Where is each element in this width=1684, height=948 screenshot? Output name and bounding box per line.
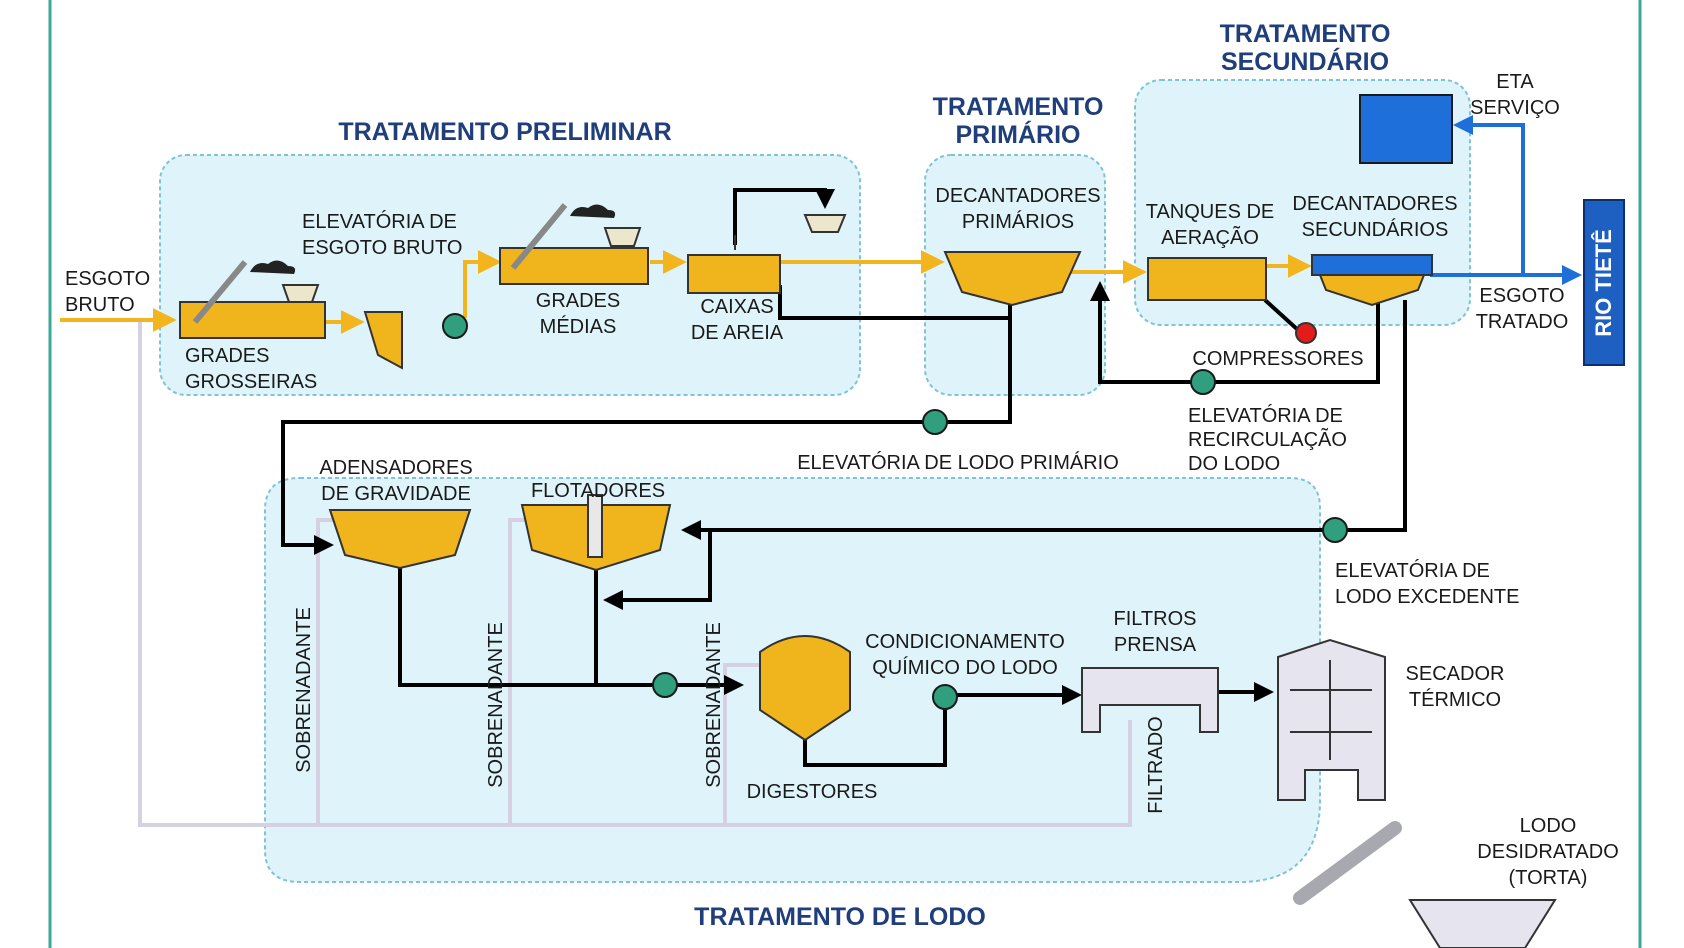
label-elevatoria-bruto-2: ESGOTO BRUTO [302,237,462,259]
label-digestores: DIGESTORES [747,781,878,803]
section-title-secundario-line2: SECUNDÁRIO [1221,47,1389,76]
rio-tiete: RIO TIETÊ [1583,199,1625,366]
pump-condicionamento-icon [932,684,958,710]
label-decantadores-secundarios-1: DECANTADORES [1292,193,1457,215]
adensadores-de-gravidade [328,509,472,570]
label-elevatoria-recirculacao-3: DO LODO [1188,453,1280,475]
label-elevatoria-bruto-1: ELEVATÓRIA DE [302,210,457,233]
section-title-secundario-line1: TRATAMENTO [1220,20,1391,48]
label-sobrenadante-3: SOBRENADANTE [703,622,725,788]
label-elevatoria-recirculacao-1: ELEVATÓRIA DE [1188,404,1343,427]
section-title-primario-line1: TRATAMENTO [933,93,1104,121]
label-sobrenadante-2: SOBRENADANTE [485,622,507,788]
treated-water-lines [1430,115,1582,285]
label-grades-medias-2: MÉDIAS [540,315,617,338]
elevatoria-esgoto-bruto [363,311,468,370]
label-tanques-aeracao-1: TANQUES DE [1146,201,1275,223]
label-condicionamento-1: CONDICIONAMENTO [865,631,1065,653]
label-elevatoria-excedente-2: LODO EXCEDENTE [1335,586,1519,608]
label-decantadores-primarios-2: PRIMÁRIOS [962,210,1074,233]
label-esgoto-tratado-1: ESGOTO [1479,285,1564,307]
label-eta-servico-1: ETA [1496,71,1534,93]
sewage-flow-lines [60,250,1312,334]
label-esgoto-bruto-2: BRUTO [65,294,135,316]
label-grades-medias-1: GRADES [536,290,620,312]
label-sobrenadante-1: SOBRENADANTE [293,607,315,773]
esteira-transportadora [1293,821,1402,905]
pump-icon [442,313,468,339]
label-esgoto-bruto-1: ESGOTO [65,268,150,290]
label-adensadores-1: ADENSADORES [319,457,472,479]
flotadores [520,494,672,572]
label-grades-grosseiras-2: GROSSEIRAS [185,371,317,393]
label-filtros-prensa-1: FILTROS [1114,608,1197,630]
eta-servico-box [1359,94,1453,164]
section-title-preliminar: TRATAMENTO PRELIMINAR [338,118,671,146]
cacamba-torta [1408,899,1557,948]
label-elevatoria-excedente-1: ELEVATÓRIA DE [1335,559,1490,582]
rio-tiete-label: RIO TIETÊ [1591,229,1616,337]
filtros-prensa [1081,667,1219,733]
pump-recirculacao-icon [1190,369,1216,395]
grades-medias [499,203,649,285]
caixas-de-areia [687,214,847,294]
label-flotadores: FLOTADORES [531,480,665,502]
label-caixas-areia-2: DE AREIA [691,322,784,344]
label-condicionamento-2: QUÍMICO DO LODO [872,656,1058,679]
pump-lodo-primario-icon [922,409,948,435]
label-adensadores-2: DE GRAVIDADE [321,483,471,505]
pump-lodo-excedente-icon [1322,517,1348,543]
grades-grosseiras [179,260,326,339]
label-elevatoria-recirculacao-2: RECIRCULAÇÃO [1188,427,1347,451]
label-grades-grosseiras-1: GRADES [185,345,269,367]
sludge-lines [281,188,1407,767]
tanques-de-aeracao [1147,257,1267,301]
pump-digestor-icon [652,672,678,698]
section-title-lodo: TRATAMENTO DE LODO [694,903,986,931]
label-tanques-aeracao-2: AERAÇÃO [1161,225,1259,249]
label-lodo-desidratado-2: DESIDRATADO [1477,841,1619,863]
secador-termico [1277,638,1386,801]
label-secador-1: SECADOR [1406,663,1505,685]
label-lodo-desidratado-3: (TORTA) [1509,867,1588,889]
label-eta-servico-2: SERVIÇO [1470,97,1560,119]
decantadores-secundarios [1310,254,1434,307]
label-secador-2: TÉRMICO [1409,688,1501,711]
label-esgoto-tratado-2: TRATADO [1476,311,1569,333]
decantadores-primarios [943,251,1082,307]
section-title-primario-line2: PRIMÁRIO [956,120,1081,149]
label-lodo-desidratado-1: LODO [1520,815,1577,837]
label-elevatoria-lodo-primario: ELEVATÓRIA DE LODO PRIMÁRIO [797,451,1119,474]
label-filtrado: FILTRADO [1145,716,1167,813]
label-caixas-areia-1: CAIXAS [700,296,773,318]
label-decantadores-primarios-1: DECANTADORES [935,185,1100,207]
compressor-icon [1295,322,1317,344]
label-compressores: COMPRESSORES [1192,348,1363,370]
label-filtros-prensa-2: PRENSA [1114,634,1197,656]
digestores [759,635,851,742]
label-decantadores-secundarios-2: SECUNDÁRIOS [1302,218,1449,241]
